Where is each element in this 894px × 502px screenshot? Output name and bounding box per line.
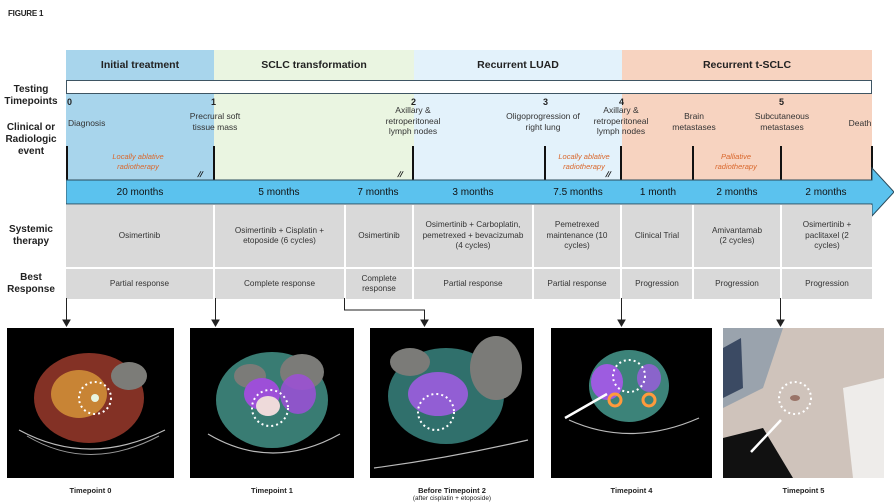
phase-band-sclc (214, 50, 414, 180)
event-diagnosis: Diagnosis (68, 118, 106, 128)
phase-header-sclc: SCLC transformation (261, 59, 367, 71)
radiotherapy-label-1: Locally ablative radiotherapy (112, 152, 164, 171)
response-cell: Progression (782, 269, 872, 299)
pet-ct-scan-image (373, 336, 529, 469)
timepoint-0: 0 (67, 97, 73, 107)
caption-timepoint-0: Timepoint 0 (69, 486, 112, 495)
therapy-cell: Osimertinib + Carboplatin, pemetrexed + … (414, 205, 532, 267)
radiotherapy-label-3: Palliative radiotherapy (715, 152, 757, 171)
row-label-response: Best Response (0, 272, 62, 296)
phase-band-initial (66, 50, 214, 180)
timepoint-1: 1 (211, 97, 217, 107)
caption-timepoint-4: Timepoint 4 (610, 486, 653, 495)
timeline-tick (780, 146, 782, 180)
event-axillary-nodes-2: Axillary & retroperitoneal lymph nodes (593, 105, 649, 136)
row-label-therapy: Systemic therapy (0, 224, 62, 248)
duration-5: 7.5 months (553, 186, 603, 198)
scan-panel-timepoint-1 (190, 328, 354, 478)
connector-line-2 (344, 298, 425, 322)
pet-ct-scan-image (18, 353, 166, 455)
event-subcutaneous-metastases: Subcutaneous metastases (754, 111, 810, 132)
testing-timepoints-bar (66, 80, 872, 94)
row-label-testing: Testing Timepoints (0, 84, 62, 108)
caption-before-timepoint-2: Before Timepoint 2 (418, 486, 486, 495)
event-precrural-mass: Precrural soft tissue mass (189, 111, 241, 132)
arrowhead-4 (617, 319, 626, 327)
timeline-tick (412, 146, 414, 180)
arrowhead-1 (211, 319, 220, 327)
caption-timepoint-1: Timepoint 1 (251, 486, 293, 495)
phase-band-tsclc (622, 50, 872, 180)
duration-1: 20 months (116, 186, 164, 198)
photo-panel-timepoint-5 (723, 328, 884, 478)
event-death: Death (848, 118, 872, 128)
phase-band-luad (414, 50, 622, 180)
caption-timepoint-5: Timepoint 5 (782, 486, 825, 495)
therapy-cell: Amivantamab (2 cycles) (694, 205, 780, 267)
response-cell: Complete response (346, 269, 412, 299)
event-oligoprogression: Oligoprogression of right lung (506, 111, 580, 132)
phase-header-tsclc: Recurrent t-SCLC (702, 59, 792, 71)
response-cell: Partial response (534, 269, 620, 299)
duration-2: 5 months (258, 186, 300, 198)
radiotherapy-label-2: Locally ablative radiotherapy (558, 152, 610, 171)
therapy-cell: Osimertinib (346, 205, 412, 267)
timeline-arrow (66, 166, 894, 218)
pet-ct-scan-image (564, 350, 700, 435)
duration-8: 2 months (805, 186, 847, 198)
timepoint-3: 3 (543, 97, 549, 107)
event-brain-metastases: Brain metastases (672, 111, 716, 132)
figure-title: FIGURE 1 (8, 9, 44, 18)
row-label-response-text: Best Response (7, 272, 55, 295)
response-cell: Partial response (66, 269, 213, 299)
duration-3: 7 months (357, 186, 399, 198)
duration-6: 1 month (639, 186, 677, 198)
phase-header-luad: Recurrent LUAD (477, 59, 559, 71)
row-label-therapy-text: Systemic therapy (9, 224, 53, 247)
arrowhead-2 (420, 319, 429, 327)
phase-header-initial: Initial treatment (100, 59, 180, 71)
skin-lesion-photo (723, 328, 884, 478)
response-cell: Progression (622, 269, 692, 299)
row-label-testing-text: Testing Timepoints (4, 84, 58, 107)
duration-4: 3 months (452, 186, 494, 198)
timeline-arrow-shape (66, 166, 894, 218)
timeline-tick (692, 146, 694, 180)
therapy-cell: Osimertinib + Cisplatin + etoposide (6 c… (215, 205, 344, 267)
timeline-tick (871, 146, 873, 180)
row-label-clinical: Clinical or Radiologic event (0, 122, 62, 158)
timeline-tick (213, 146, 215, 180)
scan-panel-before-timepoint-2 (370, 328, 534, 478)
event-axillary-nodes-1: Axillary & retroperitoneal lymph nodes (385, 105, 441, 136)
therapy-cell: Clinical Trial (622, 205, 692, 267)
duration-7: 2 months (716, 186, 758, 198)
timepoint-5: 5 (779, 97, 785, 107)
arrowhead-0 (62, 319, 71, 327)
connector-arrows (62, 298, 785, 327)
response-cell: Progression (694, 269, 780, 299)
row-label-clinical-text: Clinical or Radiologic event (5, 122, 57, 157)
therapy-cell: Osimertinib (66, 205, 213, 267)
timeline-tick (620, 146, 622, 180)
timeline-tick (544, 146, 546, 180)
response-cell: Partial response (414, 269, 532, 299)
timeline-tick (66, 146, 68, 180)
response-cell: Complete response (215, 269, 344, 299)
timepoint-2: 2 (411, 97, 417, 107)
scan-panel-timepoint-4 (551, 328, 712, 478)
therapy-cell: Pemetrexed maintenance (10 cycles) (534, 205, 620, 267)
therapy-cell: Osimertinib + paclitaxel (2 cycles) (782, 205, 872, 267)
timepoint-4: 4 (619, 97, 625, 107)
scan-panel-timepoint-0 (7, 328, 174, 478)
arrowhead-5 (776, 319, 785, 327)
pet-ct-scan-image (207, 352, 341, 454)
